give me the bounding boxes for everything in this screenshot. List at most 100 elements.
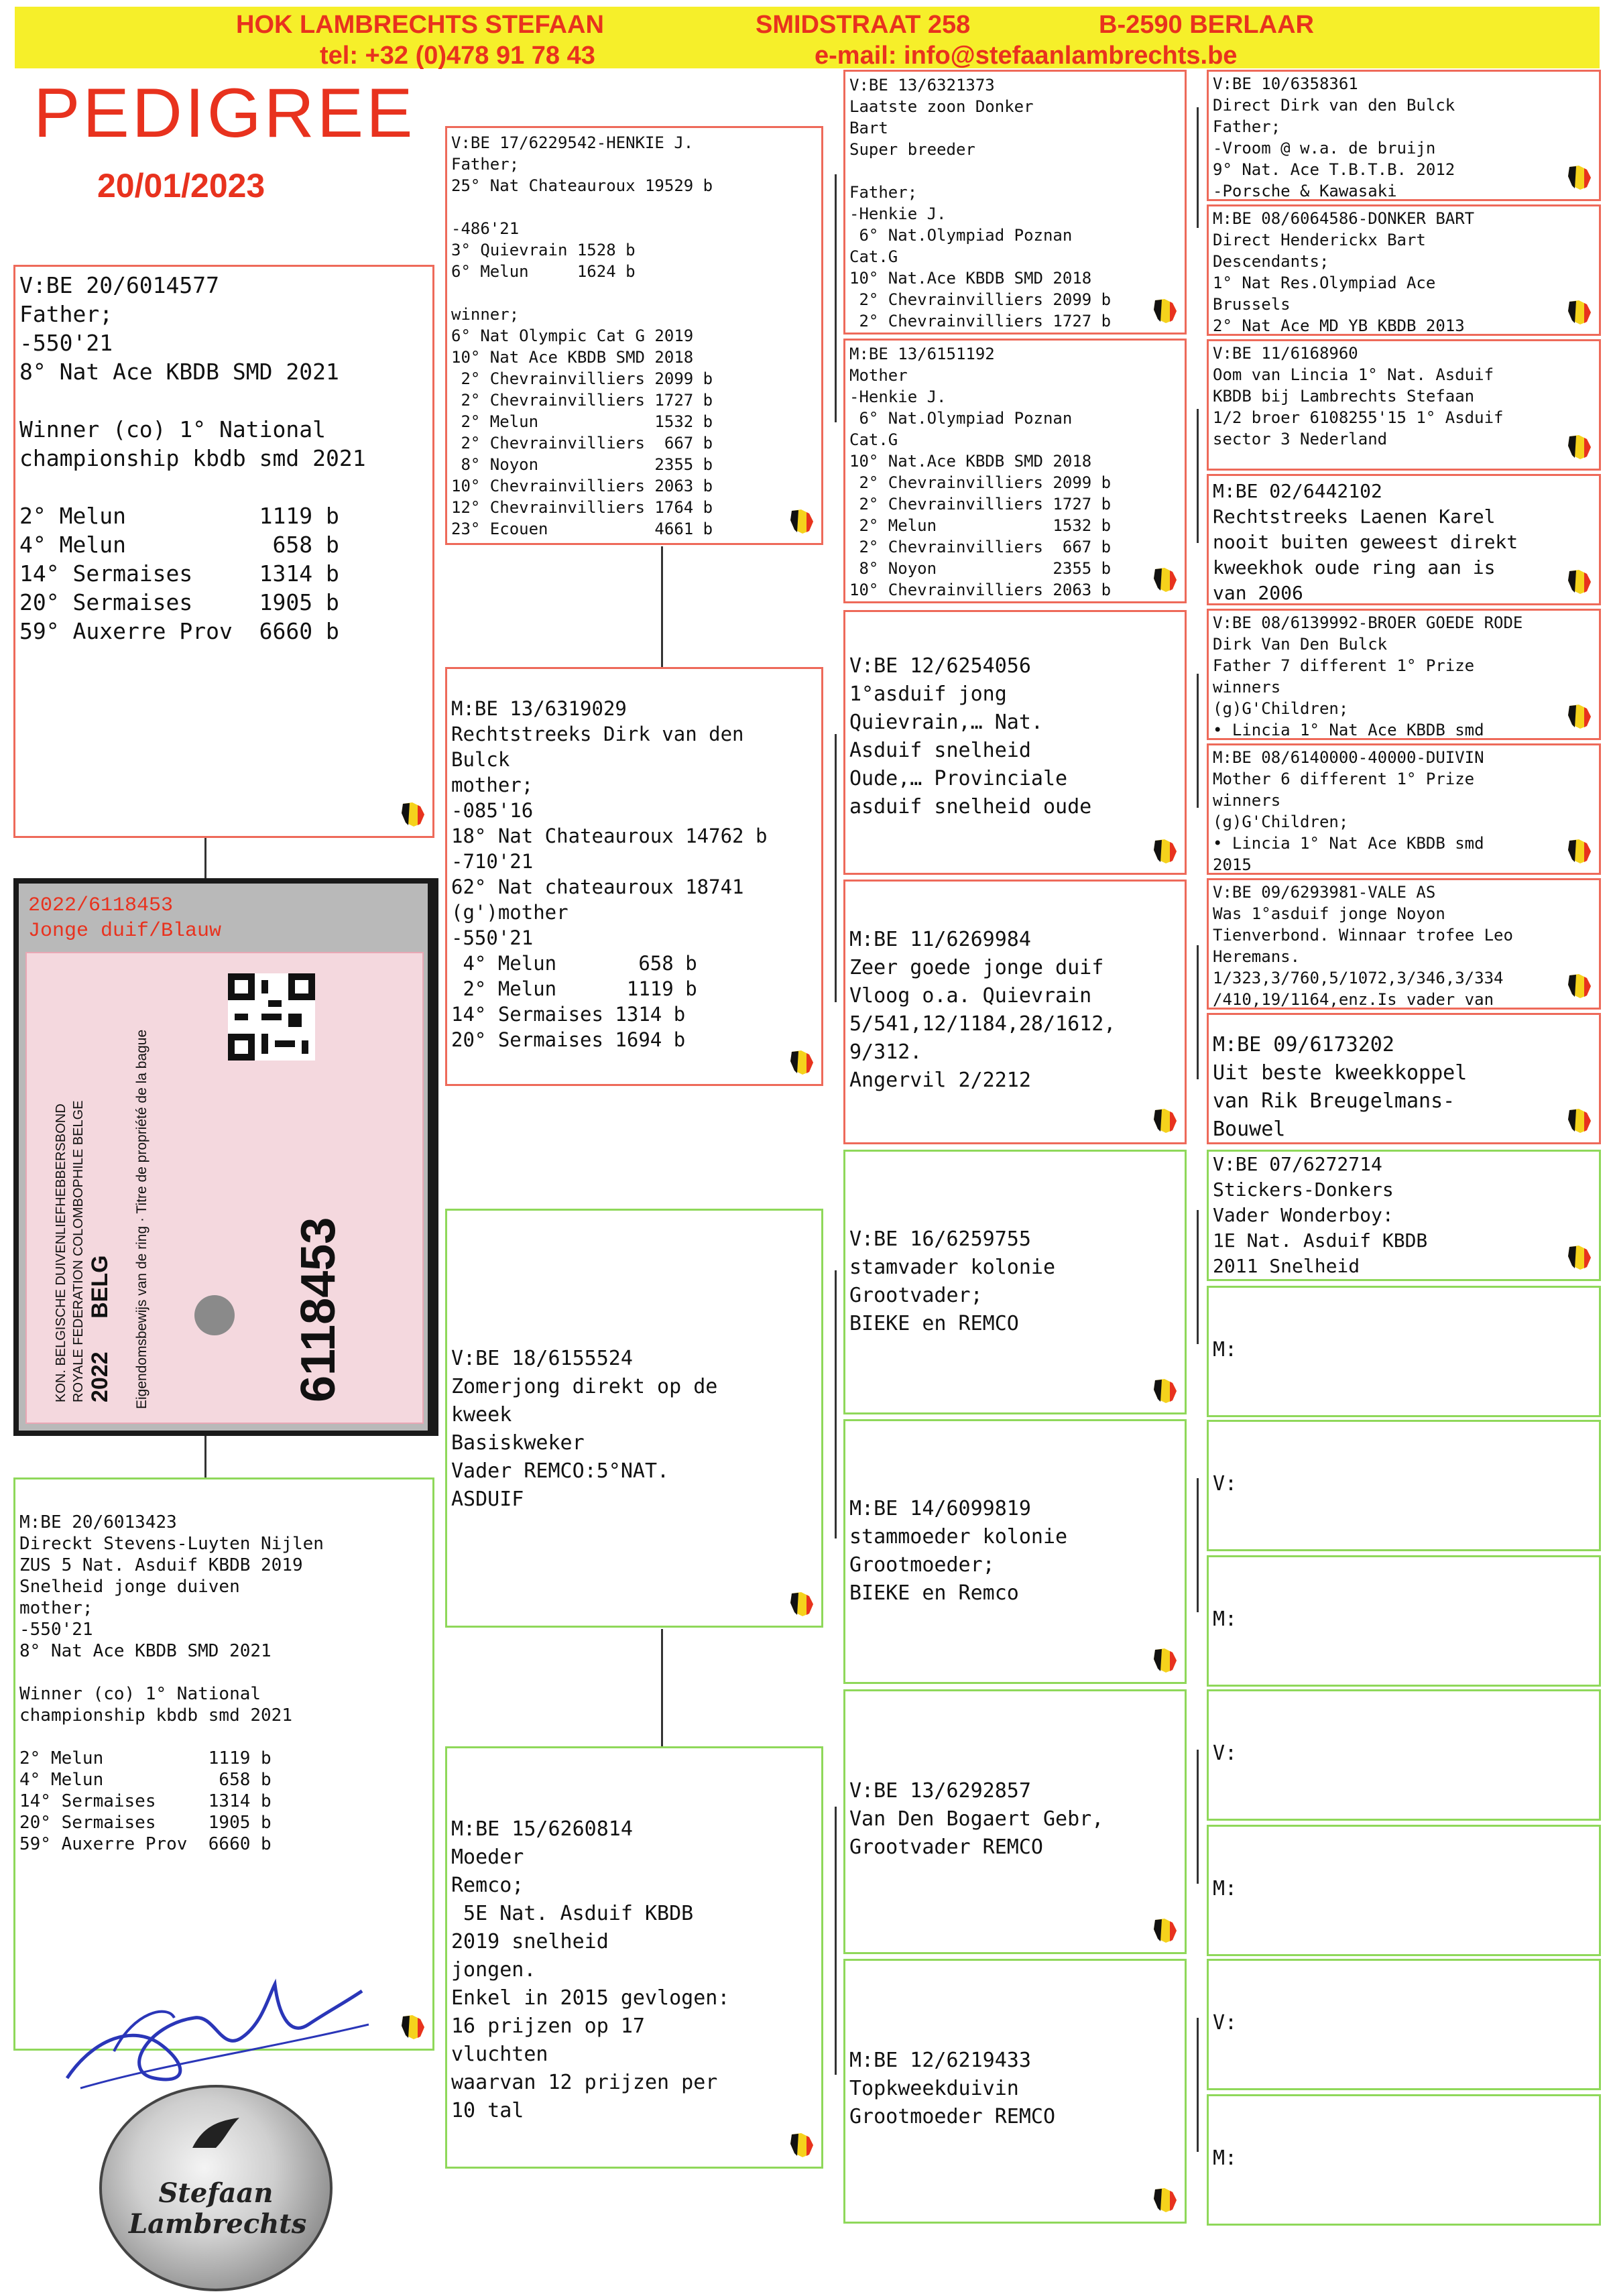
ancestor-text-7: V:BE 09/6293981-VALE AS Was 1°asduif jon… [1213, 883, 1513, 1009]
qr-code-icon [228, 973, 315, 1061]
ring-card-photo: 2022/6118453 Jonge duif/Blauw KON. BELGI… [13, 878, 438, 1436]
card-org-nl: KON. BELGISCHE DUIVENLIEFHEBBERSBOND [54, 1103, 68, 1402]
belgium-flag-icon [1154, 1648, 1177, 1673]
card-ownership-label: Eigendomsbewijs van de ring · Titre de p… [134, 1029, 150, 1409]
belgium-flag-icon [1154, 2188, 1177, 2212]
ancestor-text-12: M: [1213, 1608, 1238, 1631]
ancestor-text-9: V:BE 07/6272714 Stickers-Donkers Vader W… [1213, 1153, 1428, 1277]
card-org-vertical: KON. BELGISCHE DUIVENLIEFHEBBERSBOND ROY… [52, 973, 133, 1402]
ancestor-text-16: M: [1213, 2147, 1238, 2170]
mother-card[interactable]: M:BE 20/6013423 Direckt Stevens-Luyten N… [13, 1477, 434, 2051]
belgium-flag-icon [790, 1592, 813, 1616]
ancestor-card-14[interactable]: M: [1207, 1825, 1601, 1956]
ancestor-card-7[interactable]: V:BE 09/6293981-VALE AS Was 1°asduif jon… [1207, 878, 1601, 1010]
card-number: 6118453 [292, 1217, 345, 1402]
ancestor-text-1: V:BE 10/6358361 Direct Dirk van den Bulc… [1213, 74, 1455, 200]
ancestor-text-11: V: [1213, 1472, 1238, 1496]
ancestor-card-13[interactable]: V: [1207, 1689, 1601, 1821]
great-grandparent-card-1[interactable]: V:BE 13/6321373 Laatste zoon Donker Bart… [843, 70, 1187, 335]
ancestor-card-2[interactable]: M:BE 08/6064586-DONKER BART Direct Hende… [1207, 204, 1601, 336]
ancestor-text-3: V:BE 11/6168960 Oom van Lincia 1° Nat. A… [1213, 344, 1504, 448]
belgium-flag-icon [1154, 1379, 1177, 1403]
belgium-flag-icon [1154, 1919, 1177, 1943]
loft-name: HOK LAMBRECHTS STEFAAN [236, 11, 604, 39]
great-grandparent-card-3[interactable]: V:BE 12/6254056 1°asduif jong Quievrain,… [843, 610, 1187, 875]
great-grandparent-card-4[interactable]: M:BE 11/6269984 Zeer goede jonge duif Vl… [843, 880, 1187, 1144]
ancestor-card-8[interactable]: M:BE 09/6173202 Uit beste kweekkoppel va… [1207, 1013, 1601, 1144]
loft-street: SMIDSTRAAT 258 [756, 11, 971, 39]
grandmother-maternal-card[interactable]: M:BE 15/6260814 Moeder Remco; 5E Nat. As… [445, 1746, 823, 2169]
belgium-flag-icon [1568, 1246, 1591, 1270]
ancestor-text-13: V: [1213, 1742, 1238, 1765]
great-grandparent-card-2[interactable]: M:BE 13/6151192 Mother -Henkie J. 6° Nat… [843, 339, 1187, 603]
great-grandparent-text-4: M:BE 11/6269984 Zeer goede jonge duif Vl… [849, 928, 1116, 1092]
ancestor-text-2: M:BE 08/6064586-DONKER BART Direct Hende… [1213, 209, 1475, 335]
grandmother-maternal-text: M:BE 15/6260814 Moeder Remco; 5E Nat. As… [451, 1817, 730, 2122]
ring-card: KON. BELGISCHE DUIVENLIEFHEBBERSBOND ROY… [25, 952, 424, 1424]
loft-email[interactable]: e-mail: info@stefaanlambrechts.be [815, 42, 1238, 70]
ancestor-card-5[interactable]: V:BE 08/6139992-BROER GOEDE RODE Dirk Va… [1207, 609, 1601, 740]
great-grandparent-card-6[interactable]: M:BE 14/6099819 stammoeder kolonie Groot… [843, 1419, 1187, 1684]
stamp-name-first: Stefaan [158, 2177, 274, 2209]
belgium-flag-icon [1154, 568, 1177, 592]
belgium-flag-icon [1154, 1109, 1177, 1133]
great-grandparent-card-7[interactable]: V:BE 13/6292857 Van Den Bogaert Gebr, Gr… [843, 1689, 1187, 1954]
card-year: 2022 [87, 1351, 113, 1402]
mother-text: M:BE 20/6013423 Direckt Stevens-Luyten N… [19, 1512, 324, 1854]
bird-description: Jonge duif/Blauw [28, 920, 222, 943]
belgium-flag-icon [1568, 570, 1591, 594]
ancestor-card-10[interactable]: M: [1207, 1286, 1601, 1417]
ancestor-text-8: M:BE 09/6173202 Uit beste kweekkoppel va… [1213, 1033, 1468, 1141]
great-grandparent-text-7: V:BE 13/6292857 Van Den Bogaert Gebr, Gr… [849, 1779, 1104, 1859]
hologram-stamp: Stefaan Lambrechts [99, 2085, 333, 2291]
ancestor-text-14: M: [1213, 1877, 1238, 1900]
signature-image [65, 1978, 369, 2090]
great-grandparent-text-8: M:BE 12/6219433 Topkweekduivin Grootmoed… [849, 2049, 1056, 2128]
grandmother-paternal-card[interactable]: M:BE 13/6319029 Rechtstreeks Dirk van de… [445, 667, 823, 1086]
belgium-flag-icon [1568, 166, 1591, 190]
ancestor-card-4[interactable]: M:BE 02/6442102 Rechtstreeks Laenen Kare… [1207, 474, 1601, 605]
ancestor-text-15: V: [1213, 2011, 1238, 2035]
header-bar: HOK LAMBRECHTS STEFAAN SMIDSTRAAT 258 B-… [15, 7, 1600, 70]
belgium-flag-icon [1568, 974, 1591, 998]
pedigree-date: 20/01/2023 [97, 167, 265, 204]
great-grandparent-text-2: M:BE 13/6151192 Mother -Henkie J. 6° Nat… [849, 345, 1112, 599]
stamp-name-last: Lambrechts [129, 2208, 307, 2240]
belgium-flag-icon [402, 802, 424, 827]
page-title: PEDIGREE [34, 74, 416, 152]
great-grandparent-text-1: V:BE 13/6321373 Laatste zoon Donker Bart… [849, 76, 1112, 330]
belgium-flag-icon [1568, 705, 1591, 729]
grandfather-maternal-text: V:BE 18/6155524 Zomerjong direkt op de k… [451, 1347, 718, 1511]
great-grandparent-text-6: M:BE 14/6099819 stammoeder kolonie Groot… [849, 1497, 1068, 1605]
bird-ring: 2022/6118453 [28, 894, 174, 917]
card-country: BELG [87, 1255, 113, 1319]
ancestor-card-1[interactable]: V:BE 10/6358361 Direct Dirk van den Bulc… [1207, 70, 1601, 201]
belgium-flag-icon [1568, 1109, 1591, 1133]
belgium-flag-icon [1154, 299, 1177, 323]
great-grandparent-card-5[interactable]: V:BE 16/6259755 stamvader kolonie Grootv… [843, 1150, 1187, 1414]
great-grandparent-text-3: V:BE 12/6254056 1°asduif jong Quievrain,… [849, 654, 1092, 819]
great-grandparent-card-8[interactable]: M:BE 12/6219433 Topkweekduivin Grootmoed… [843, 1959, 1187, 2224]
pigeon-logo-icon [192, 2118, 239, 2148]
belgium-flag-icon [790, 509, 813, 534]
ancestor-card-6[interactable]: M:BE 08/6140000-40000-DUIVIN Mother 6 di… [1207, 743, 1601, 875]
ancestor-card-15[interactable]: V: [1207, 1959, 1601, 2090]
ancestor-card-3[interactable]: V:BE 11/6168960 Oom van Lincia 1° Nat. A… [1207, 339, 1601, 471]
grandfather-paternal-text: V:BE 17/6229542-HENKIE J. Father; 25° Na… [451, 133, 713, 538]
ancestor-card-12[interactable]: M: [1207, 1555, 1601, 1687]
great-grandparent-text-5: V:BE 16/6259755 stamvader kolonie Grootv… [849, 1227, 1056, 1335]
father-card[interactable]: V:BE 20/6014577 Father; -550'21 8° Nat A… [13, 265, 434, 838]
belgium-flag-icon [790, 2133, 813, 2157]
card-hole [194, 1295, 235, 1335]
loft-phone: tel: +32 (0)478 91 78 43 [320, 42, 595, 70]
grandfather-paternal-card[interactable]: V:BE 17/6229542-HENKIE J. Father; 25° Na… [445, 126, 823, 545]
loft-city: B-2590 BERLAAR [1099, 11, 1314, 39]
ancestor-card-11[interactable]: V: [1207, 1420, 1601, 1551]
ancestor-card-9[interactable]: V:BE 07/6272714 Stickers-Donkers Vader W… [1207, 1150, 1601, 1281]
belgium-flag-icon [790, 1050, 813, 1075]
ancestor-text-6: M:BE 08/6140000-40000-DUIVIN Mother 6 di… [1213, 748, 1484, 874]
ancestor-card-16[interactable]: M: [1207, 2094, 1601, 2226]
belgium-flag-icon [402, 2015, 424, 2039]
ancestor-text-10: M: [1213, 1338, 1238, 1362]
grandfather-maternal-card[interactable]: V:BE 18/6155524 Zomerjong direkt op de k… [445, 1209, 823, 1628]
